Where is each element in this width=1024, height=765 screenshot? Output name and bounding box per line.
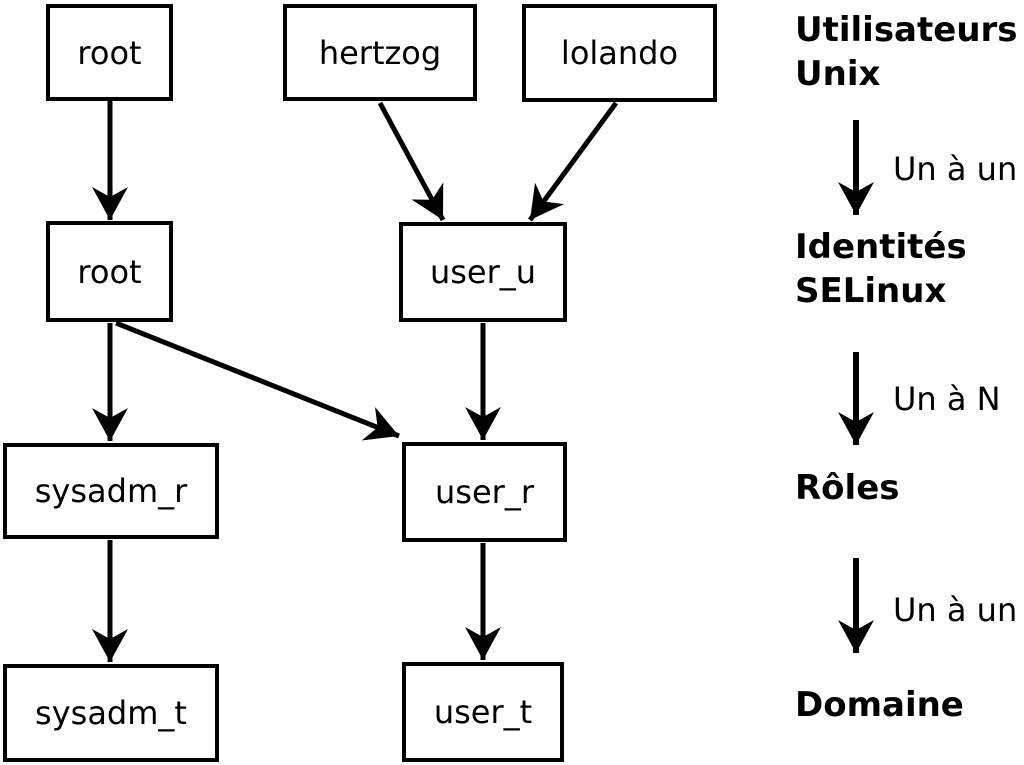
node-domain-sysadm-t: sysadm_t xyxy=(3,664,219,762)
legend-unix-users-heading: Utilisateurs Unix xyxy=(795,10,1018,95)
node-unix-lolando: lolando xyxy=(522,4,717,102)
legend-domain-heading: Domaine xyxy=(795,685,964,725)
node-role-user-r-label: user_r xyxy=(435,473,534,511)
legend-mapping-unix-to-identity-label: Un à un xyxy=(893,150,1018,188)
node-role-sysadm-r-label: sysadm_r xyxy=(34,472,188,510)
node-selinux-user-u-label: user_u xyxy=(429,253,537,291)
node-unix-hertzog-label: hertzog xyxy=(318,33,442,72)
legend-mapping-identity-to-roles-label: Un à N xyxy=(893,380,1001,418)
node-role-sysadm-r: sysadm_r xyxy=(3,443,219,539)
arrow-lolando-to-user-u xyxy=(527,101,619,222)
node-unix-lolando-label: lolando xyxy=(560,34,679,72)
legend-roles-heading: Rôles xyxy=(795,468,900,508)
node-unix-root-label: root xyxy=(77,33,142,72)
legend-selinux-identities-heading: Identités SELinux xyxy=(795,227,967,312)
node-unix-root: root xyxy=(46,4,173,101)
arrow-hertzog-to-user-u xyxy=(377,101,446,222)
legend-mapping-role-to-domain-label: Un à un xyxy=(893,591,1018,629)
node-selinux-user-u: user_u xyxy=(399,222,567,322)
node-selinux-root-label: root xyxy=(77,252,142,291)
node-role-user-r: user_r xyxy=(402,442,567,542)
arrow-selinux-root-to-user-r xyxy=(115,320,400,441)
node-unix-hertzog: hertzog xyxy=(283,4,477,101)
node-domain-user-t: user_t xyxy=(402,662,564,762)
node-domain-sysadm-t-label: sysadm_t xyxy=(35,694,187,732)
node-domain-user-t-label: user_t xyxy=(433,693,533,731)
node-selinux-root: root xyxy=(46,221,173,322)
